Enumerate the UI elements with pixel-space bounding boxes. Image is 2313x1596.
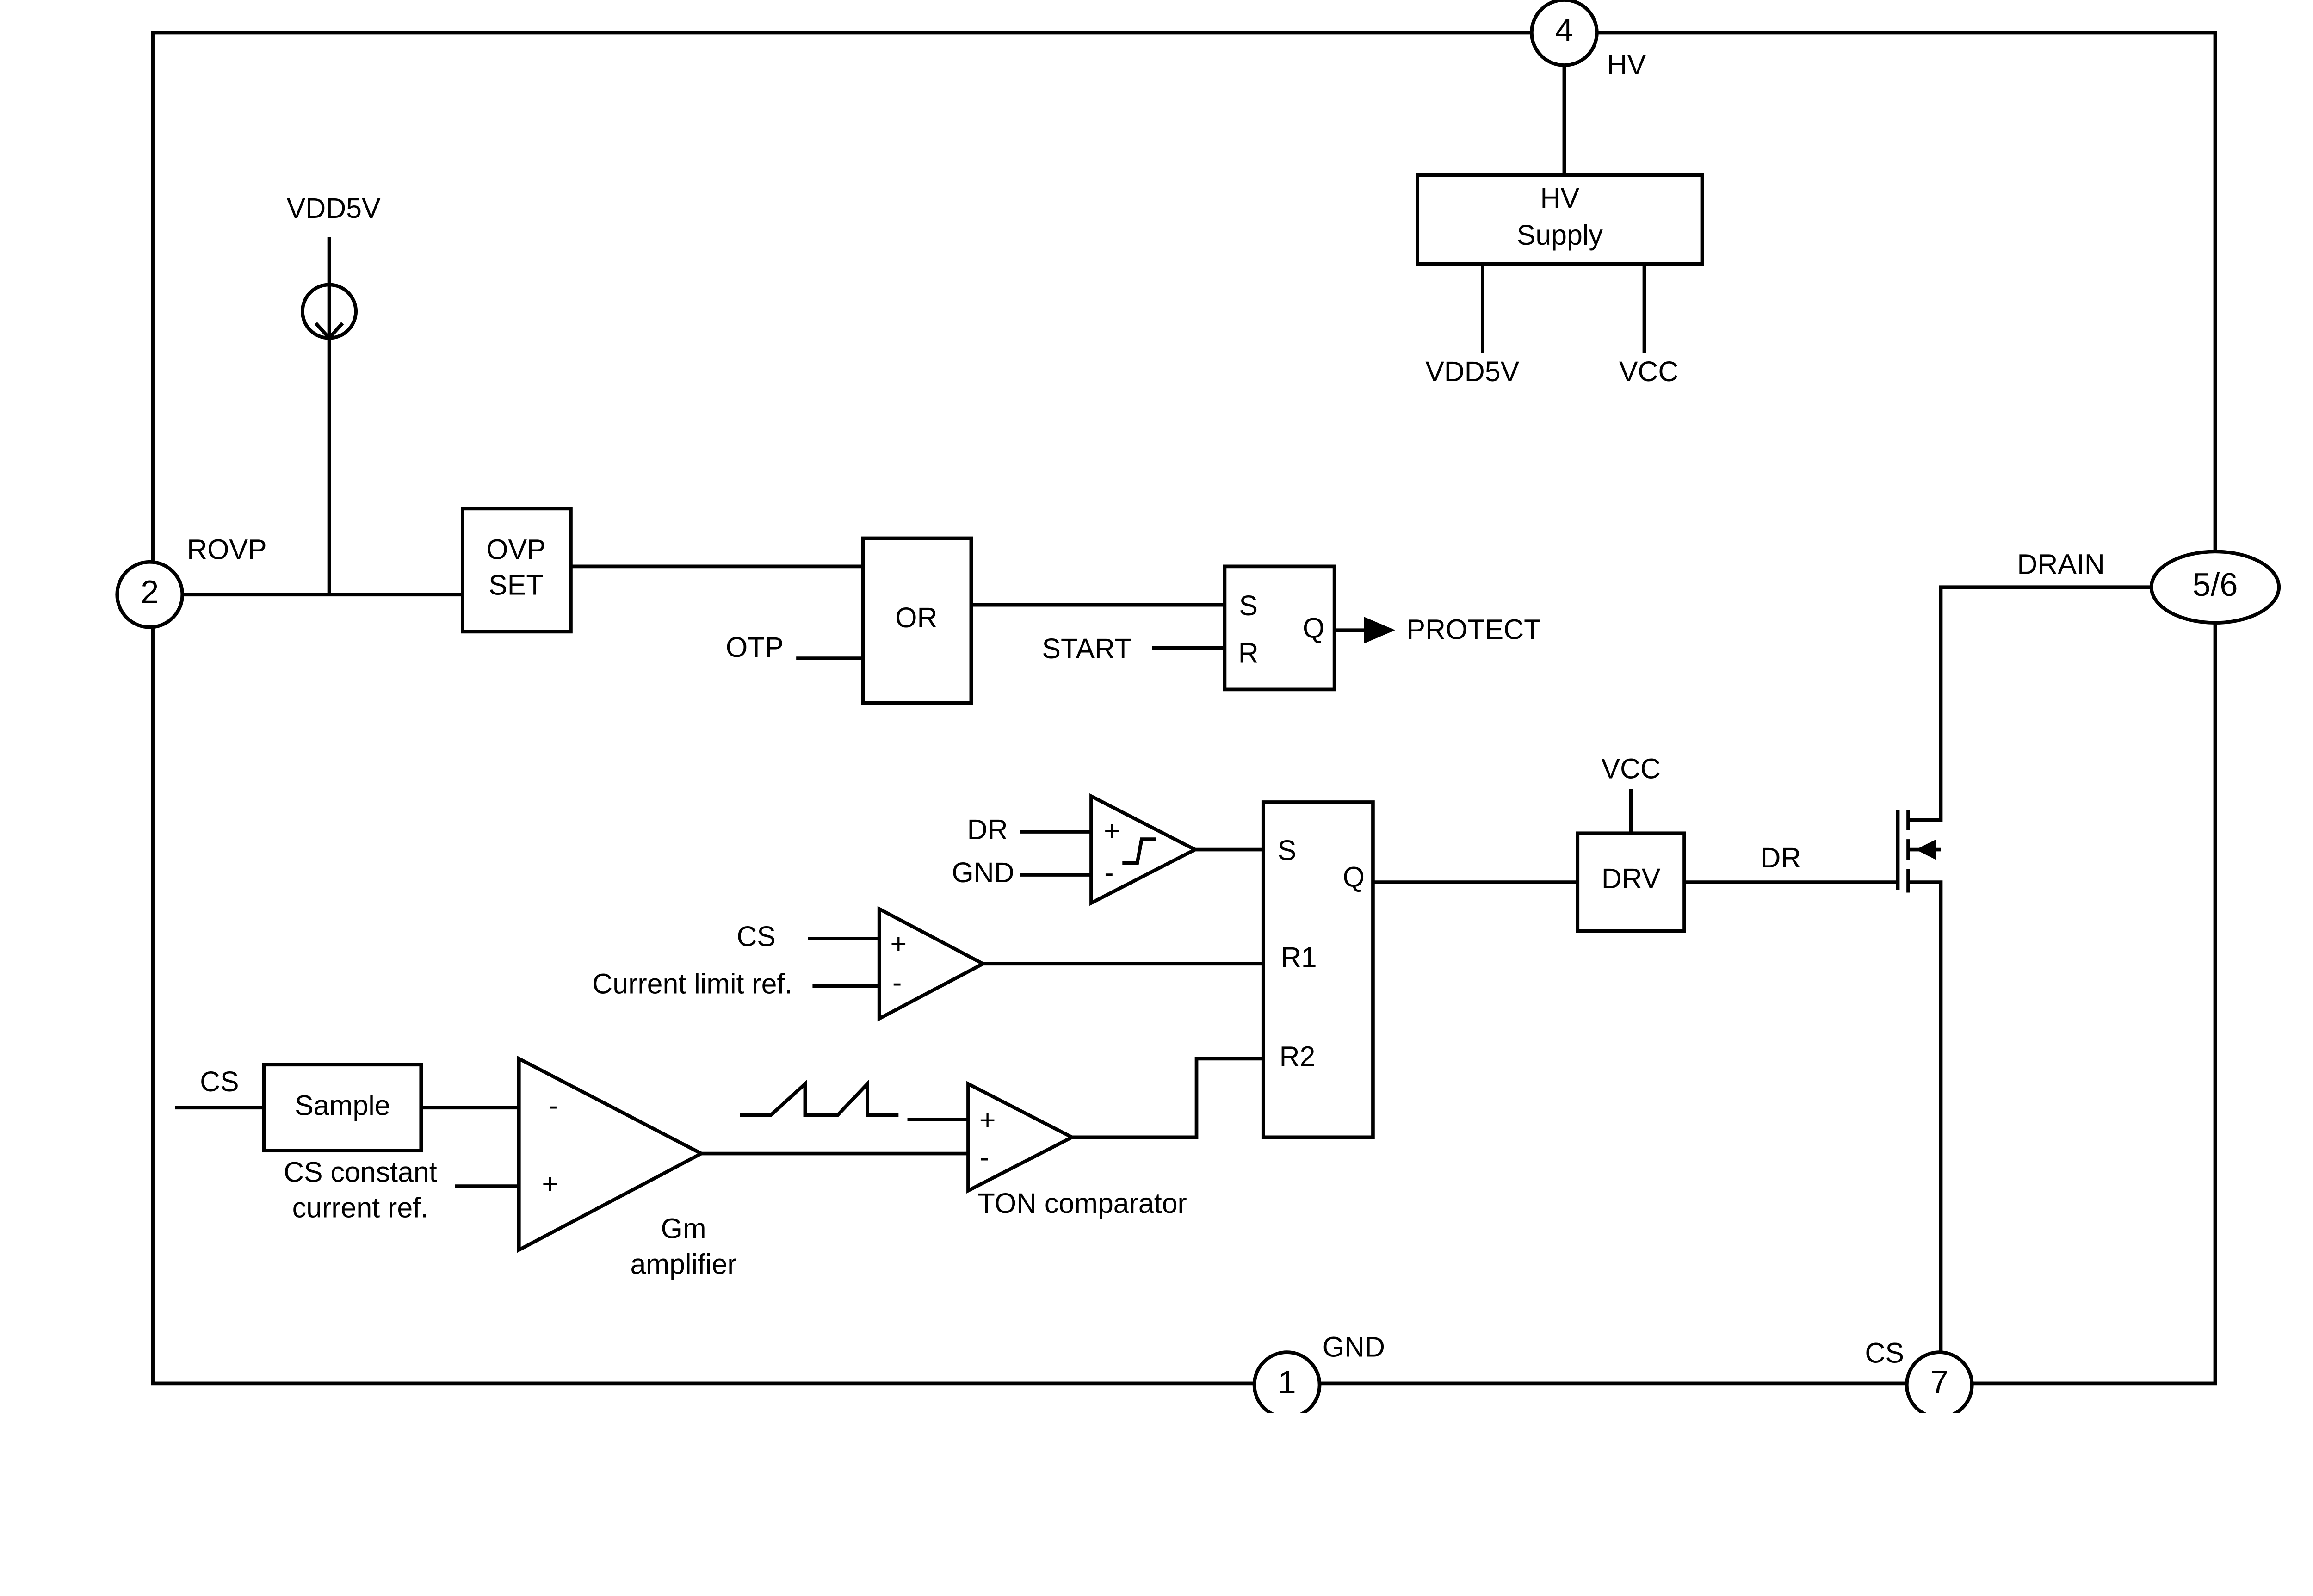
hyst-minus: - — [1104, 857, 1113, 888]
block-diagram: 4 HV HV Supply VDD5V VCC VDD5V 2 ROVP OV… — [115, 0, 2281, 1413]
gm-minus: - — [548, 1089, 557, 1121]
drv-vcc-label: VCC — [1601, 753, 1661, 785]
hysteresis-comparator — [1089, 793, 1199, 906]
pin-4 — [1530, 0, 1599, 67]
drv-label: DRV — [1602, 863, 1661, 894]
protect-label: PROTECT — [1406, 613, 1541, 645]
hyst-dr-label: DR — [967, 814, 1008, 845]
gnd-pin-label: GND — [1323, 1331, 1385, 1363]
r2-wire — [1072, 1057, 1263, 1139]
hyst-gnd-label: GND — [952, 857, 1014, 888]
vdd5v-label: VDD5V — [287, 192, 381, 224]
otp-label: OTP — [726, 631, 784, 663]
pin-7-number: 7 — [1930, 1364, 1948, 1400]
ton-plus: + — [979, 1104, 996, 1136]
protect-latch-r: R — [1238, 637, 1259, 669]
or-block — [861, 536, 973, 705]
hv-pin-label: HV — [1607, 49, 1646, 80]
main-latch-r2: R2 — [1280, 1041, 1316, 1072]
protect-latch — [1223, 564, 1336, 692]
chip-outline — [151, 31, 2217, 1386]
or-label: OR — [895, 602, 937, 633]
drain-wire — [1910, 585, 2152, 822]
limit-plus: + — [891, 928, 907, 959]
protect-latch-s: S — [1239, 590, 1258, 621]
source-wire — [1910, 880, 1943, 1353]
hv-supply-block — [1416, 173, 1704, 266]
ovp-label-1: OVP — [486, 533, 546, 565]
gm-label-1: Gm — [661, 1212, 706, 1244]
pin-2-number: 2 — [141, 574, 159, 610]
hv-supply-label-2: Supply — [1517, 219, 1603, 251]
limit-minus: - — [892, 966, 902, 998]
pin-7 — [1905, 1350, 1974, 1413]
start-label: START — [1042, 633, 1132, 664]
gm-plus: + — [542, 1168, 558, 1200]
gm-amplifier — [517, 1056, 705, 1253]
sample-label: Sample — [295, 1089, 390, 1121]
pin-4-number: 4 — [1555, 12, 1573, 48]
ton-minus: - — [980, 1141, 989, 1173]
dr-label: DR — [1760, 842, 1801, 873]
pin-5-6-number: 5/6 — [2192, 566, 2238, 603]
current-limit-comparator — [877, 906, 987, 1022]
drain-pin-label: DRAIN — [2017, 548, 2104, 580]
rovp-pin-label: ROVP — [187, 533, 267, 565]
cs-pin-label: CS — [1865, 1337, 1904, 1369]
drv-block — [1576, 831, 1686, 933]
current-source-icon — [300, 283, 358, 341]
cs-ref-label-2: current ref. — [292, 1192, 428, 1223]
arrow-right-icon — [1364, 617, 1396, 644]
pin-5-6 — [2149, 550, 2281, 625]
main-latch-r1: R1 — [1281, 941, 1317, 973]
pin-1-number: 1 — [1278, 1364, 1296, 1400]
ton-label: TON comparator — [978, 1188, 1187, 1219]
hyst-plus: + — [1104, 815, 1120, 847]
hv-supply-label-1: HV — [1540, 182, 1580, 214]
cs-ref-label-1: CS constant — [284, 1157, 437, 1188]
vdd5v-output-label: VDD5V — [1425, 356, 1519, 387]
ton-comparator — [966, 1081, 1076, 1194]
ovp-label-2: SET — [489, 569, 543, 600]
sawtooth-icon — [740, 1079, 899, 1117]
hysteresis-icon — [1122, 837, 1156, 865]
gm-label-2: amplifier — [631, 1248, 737, 1280]
main-latch-s: S — [1278, 835, 1297, 866]
sample-cs-label: CS — [200, 1066, 239, 1097]
limit-ref-label: Current limit ref. — [592, 968, 792, 999]
pin-2 — [115, 560, 185, 629]
mosfet-icon — [1896, 809, 1941, 893]
main-latch — [1261, 800, 1375, 1139]
ovp-set-block — [461, 507, 573, 634]
vcc-output-label: VCC — [1619, 356, 1679, 387]
sample-block — [262, 1063, 423, 1153]
protect-latch-q: Q — [1303, 612, 1324, 643]
main-latch-q: Q — [1343, 861, 1365, 893]
pin-1 — [1252, 1350, 1322, 1413]
limit-cs-label: CS — [736, 921, 776, 952]
